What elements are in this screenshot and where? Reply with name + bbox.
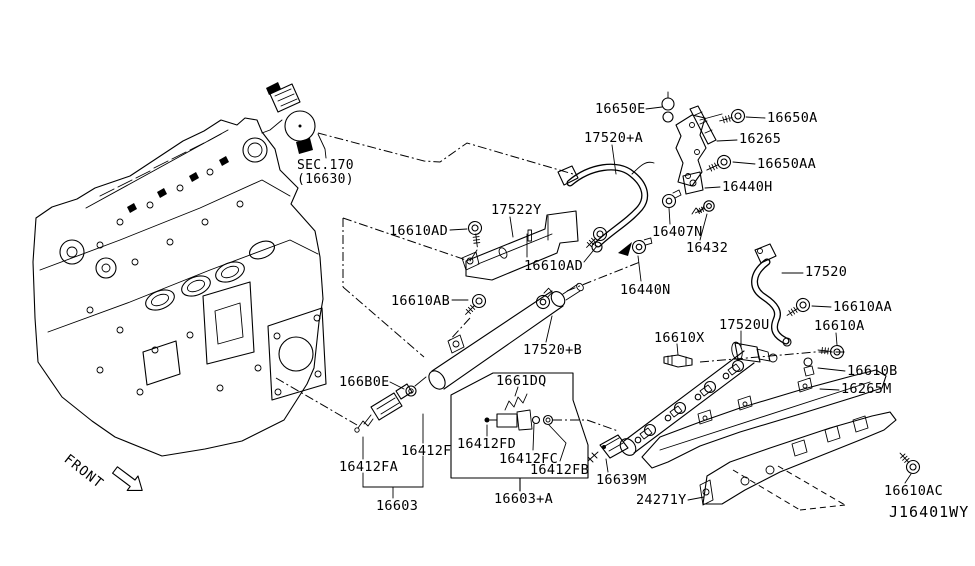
part-label-16639m: 16639M <box>596 472 647 488</box>
part-label-16412fc: 16412FC <box>499 451 558 467</box>
part-bolt-16610a <box>816 342 845 360</box>
part-label-16412fd: 16412FD <box>457 436 516 452</box>
part-label-17520: 17520 <box>805 264 848 280</box>
engine-block <box>33 118 326 456</box>
part-bolt-16610ab <box>460 291 489 320</box>
heat-shield-24271y <box>700 412 923 510</box>
part-label-16407n: 16407N <box>652 224 703 240</box>
part-label-16440h: 16440H <box>722 179 773 195</box>
damper-16639m <box>588 435 628 462</box>
diagram-code: J16401WY <box>889 503 970 521</box>
part-label-16440n: 16440N <box>620 282 671 298</box>
part-label-16610aa: 16610AA <box>833 299 892 315</box>
high-pressure-fuel-pump <box>262 82 315 154</box>
part-bolt-16650aa <box>703 152 734 177</box>
section-callout-line1: SEC.170 <box>297 158 354 173</box>
part-label-16432: 16432 <box>686 240 729 256</box>
part-label-16610a: 16610A <box>814 318 865 334</box>
fuel-hose-17520a <box>558 162 654 256</box>
front-direction-arrow <box>113 467 143 491</box>
part-label-16650e: 16650E <box>595 101 646 117</box>
part-label-16603-a: 16603+A <box>494 491 553 507</box>
part-label-16265m: 16265M <box>841 381 892 397</box>
part-label-166b0e: 166B0E <box>339 374 390 390</box>
part-injector-2 <box>664 401 687 422</box>
protector-16265m <box>642 370 886 468</box>
section-callout: SEC.170 (16630) <box>297 159 354 187</box>
part-label-16603: 16603 <box>376 498 419 514</box>
section-callout-line2: (16630) <box>297 172 354 187</box>
projection-lines <box>276 133 846 431</box>
part-label-16650aa: 16650AA <box>757 156 816 172</box>
part-label-16610ab: 16610AB <box>391 293 450 309</box>
part-clamp-16440n <box>630 234 654 257</box>
part-bolt-16610ac <box>894 448 923 477</box>
part-label-16412fb: 16412FB <box>530 462 589 478</box>
part-label-1661dq: 1661DQ <box>496 373 547 389</box>
part-label-16610ad-right: 16610AD <box>524 258 583 274</box>
part-label-16412fa: 16412FA <box>339 459 398 475</box>
part-label-16610ad-left: 16610AD <box>389 223 448 239</box>
fuel-rail-17520b <box>426 282 585 392</box>
part-bolt-16610ad-left <box>467 220 485 249</box>
hose-clamps <box>630 189 717 257</box>
part-injector-3 <box>694 380 717 401</box>
detail-box-16603a <box>451 373 588 491</box>
part-label-17520-b: 17520+B <box>523 342 582 358</box>
part-label-16265: 16265 <box>739 131 782 147</box>
part-label-24271y: 24271Y <box>636 492 687 508</box>
injector-16603 <box>355 377 426 432</box>
part-bolt-16650a <box>717 107 747 128</box>
part-bolt-16610aa <box>782 295 813 322</box>
part-clamp-rail <box>532 287 558 311</box>
fuel-rail-17520u <box>617 341 845 458</box>
part-injector-4 <box>722 359 745 380</box>
part-label-17520-a: 17520+A <box>584 130 643 146</box>
part-label-16412f: 16412F <box>401 443 452 459</box>
fuel-hose-17520 <box>755 244 813 346</box>
leader-lines <box>318 107 911 500</box>
part-label-16610b: 16610B <box>847 363 898 379</box>
part-clamp-16407n <box>661 189 682 209</box>
bracket-assembly-top <box>662 92 747 194</box>
part-label-16650a: 16650A <box>767 110 818 126</box>
part-label-16610x: 16610X <box>654 330 705 346</box>
part-label-16610ac: 16610AC <box>884 483 943 499</box>
part-label-17520u: 17520U <box>719 317 770 333</box>
part-injector-1 <box>634 423 657 444</box>
bracket-17522y <box>462 211 610 280</box>
part-label-17522y: 17522Y <box>491 202 542 218</box>
